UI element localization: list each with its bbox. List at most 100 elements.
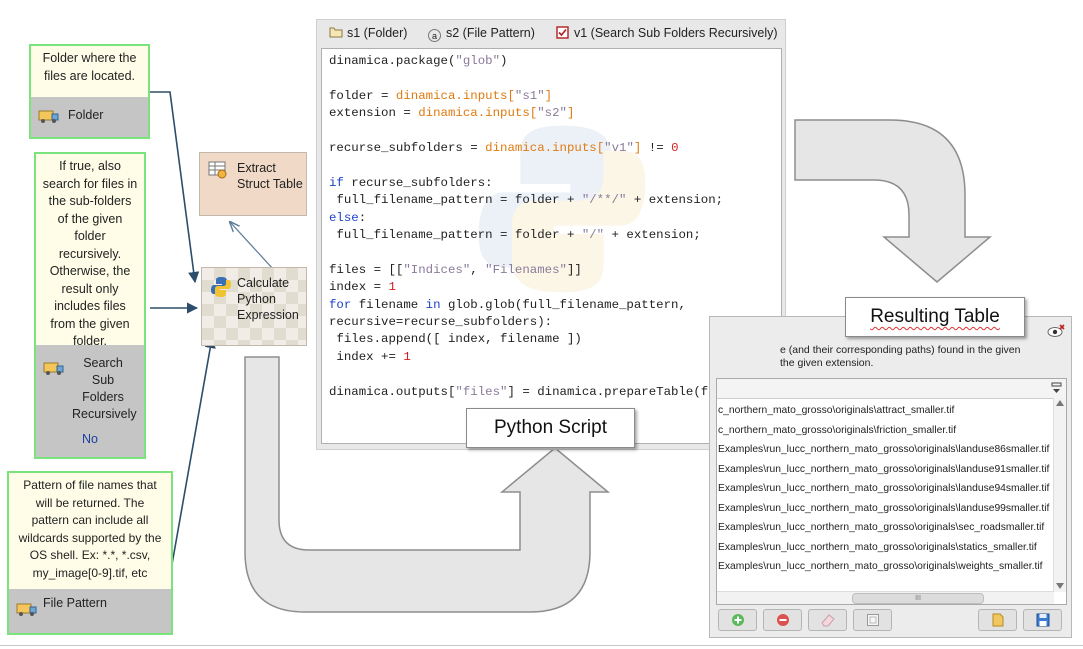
note-line: wildcards supported by the [18,530,162,545]
table-row[interactable]: Examples\run_lucc_northern_mato_grosso\o… [718,444,1050,455]
code-token: ) [500,54,508,68]
table-row[interactable]: Examples\run_lucc_northern_mato_grosso\o… [718,522,1045,533]
note-line: my_image[0-9].tif, etc [32,565,148,580]
code-line: folder = dinamica.inputs["s1"] [329,88,768,105]
code-token: recurse_subfolders: [343,175,493,190]
tab-s1-folder[interactable]: s1 (Folder) [329,26,407,40]
remove-row-button[interactable] [763,609,802,631]
save-button[interactable] [1023,609,1062,631]
table-row[interactable]: Examples\run_lucc_northern_mato_grosso\o… [718,463,1050,475]
tab-s2-file-pattern[interactable]: a s2 (File Pattern) [428,26,535,42]
table-row[interactable]: Examples\run_lucc_northern_mato_grosso\o… [718,502,1050,514]
code-line [329,70,768,87]
file-pattern-port[interactable]: Pattern of file names that will be retur… [7,471,173,635]
table-row[interactable]: Examples\run_lucc_northern_mato_grosso\o… [718,541,1037,553]
code-line: dinamica.outputs["files"] = dinamica.pre… [329,384,768,401]
python-icon [211,277,231,297]
tab-label: s2 (File Pattern) [446,26,535,40]
table-row[interactable]: Examples\run_lucc_northern_mato_grosso\o… [718,561,1043,572]
string-icon: a [428,29,441,42]
table-icon [208,161,227,179]
code-token: files.append([ index, filename ]) [329,332,582,347]
resulting-table-window: e (and their corresponding paths) found … [709,316,1072,638]
code-line: full_filename_pattern = folder + "/" + e… [329,227,768,244]
code-token: : [358,210,367,225]
open-button[interactable] [978,609,1017,631]
table-row[interactable]: c_northern_mato_grosso\originals\attract… [718,405,955,416]
code-token: in [425,297,441,312]
results-table[interactable]: c_northern_mato_grosso\originals\attract… [716,378,1067,605]
column-menu-icon[interactable] [1051,382,1063,394]
note-line: folder. [72,334,108,348]
resulting-table-callout: Resulting Table [845,297,1025,337]
scroll-up-arrow[interactable] [1056,400,1064,406]
remove-icon [777,614,789,626]
code-line [329,244,768,261]
note-line: OS shell. Ex: *.*, *.csv, [29,548,151,562]
input-tabs: s1 (Folder) a s2 (File Pattern) v1 (Searc… [317,20,785,46]
code-token: "Filenames" [485,262,567,277]
search-sub-folders-port-icon [43,362,64,375]
code-token: ] [544,88,553,103]
code-token: "s2" [537,106,567,121]
search-sub-folders-port[interactable]: If true, also search for files in the su… [34,152,146,459]
code-token: 0 [671,141,679,155]
code-token: folder = [329,88,396,103]
horizontal-scrollbar[interactable]: III [717,591,1054,604]
python-code: dinamica.package("glob") folder = dinamic… [329,53,768,401]
code-line: files = [["Indices", "Filenames"]] [329,262,768,279]
edit-icon [867,614,879,626]
tab-label: s1 (Folder) [347,26,408,40]
search-sub-folders-value[interactable]: No [82,432,98,446]
search-sub-folders-label: Search Sub Folders Recursively [72,355,137,423]
label-line: Recursively [72,407,137,421]
eye-close-icon[interactable] [1047,324,1065,338]
code-line: index = 1 [329,279,768,296]
note-line: of the given [57,211,123,226]
code-editor[interactable]: dinamica.package("glob") folder = dinamic… [321,48,782,444]
add-row-button[interactable] [718,609,757,631]
tab-label: v1 (Search Sub Folders Recursively) [574,26,778,40]
code-token: recurse_subfolders = [329,141,486,155]
code-line: index += 1 [329,349,768,366]
code-token: index += [329,349,404,364]
file-pattern-port-icon [16,603,37,616]
code-token: "s1" [514,88,545,103]
table-row[interactable]: c_northern_mato_grosso\originals\frictio… [718,424,957,436]
tab-v1-search-sub-folders[interactable]: v1 (Search Sub Folders Recursively) [556,26,778,40]
clear-button[interactable] [808,609,847,631]
note-line: Folder where the [42,51,137,65]
file-pattern-note: Pattern of file names that will be retur… [9,473,171,589]
extract-struct-table-functor[interactable]: Extract Struct Table [199,152,307,216]
code-token: filename [351,297,426,312]
note-line: Pattern of file names that [23,478,157,492]
folder-port[interactable]: Folder where the files are located. Fold… [29,44,150,139]
python-logo-watermark [478,125,646,293]
code-token: dinamica.inputs[ [418,106,538,121]
label-line: Folders [82,390,124,404]
note-line: files are located. [43,68,136,83]
python-script-window: s1 (Folder) a s2 (File Pattern) v1 (Searc… [316,19,786,450]
vertical-scrollbar[interactable] [1053,398,1066,592]
note-line: includes files [54,299,126,313]
connector-lines [150,91,216,571]
code-token: ]] [566,262,582,277]
edit-button[interactable] [853,609,892,631]
code-line: full_filename_pattern = folder + "/**/" … [329,192,768,209]
folder-label: Folder [68,108,104,122]
description-line: the given extension. [780,357,874,369]
note-line: folder [74,229,106,243]
code-token: "/" [581,228,605,243]
table-row[interactable]: Examples\run_lucc_northern_mato_grosso\o… [718,483,1050,494]
scroll-down-arrow[interactable] [1056,583,1064,589]
code-token: "glob" [455,54,501,68]
code-token: dinamica.package( [329,54,456,68]
code-line [329,157,768,174]
python-script-callout: Python Script [466,408,635,448]
label-line: Search Sub [83,356,123,387]
code-token: if [329,175,344,190]
calculate-python-expression-functor[interactable]: Calculate Python Expression [201,267,307,346]
table-rows: c_northern_mato_grosso\originals\attract… [718,401,1049,577]
horizontal-scroll-thumb[interactable]: III [852,593,984,604]
